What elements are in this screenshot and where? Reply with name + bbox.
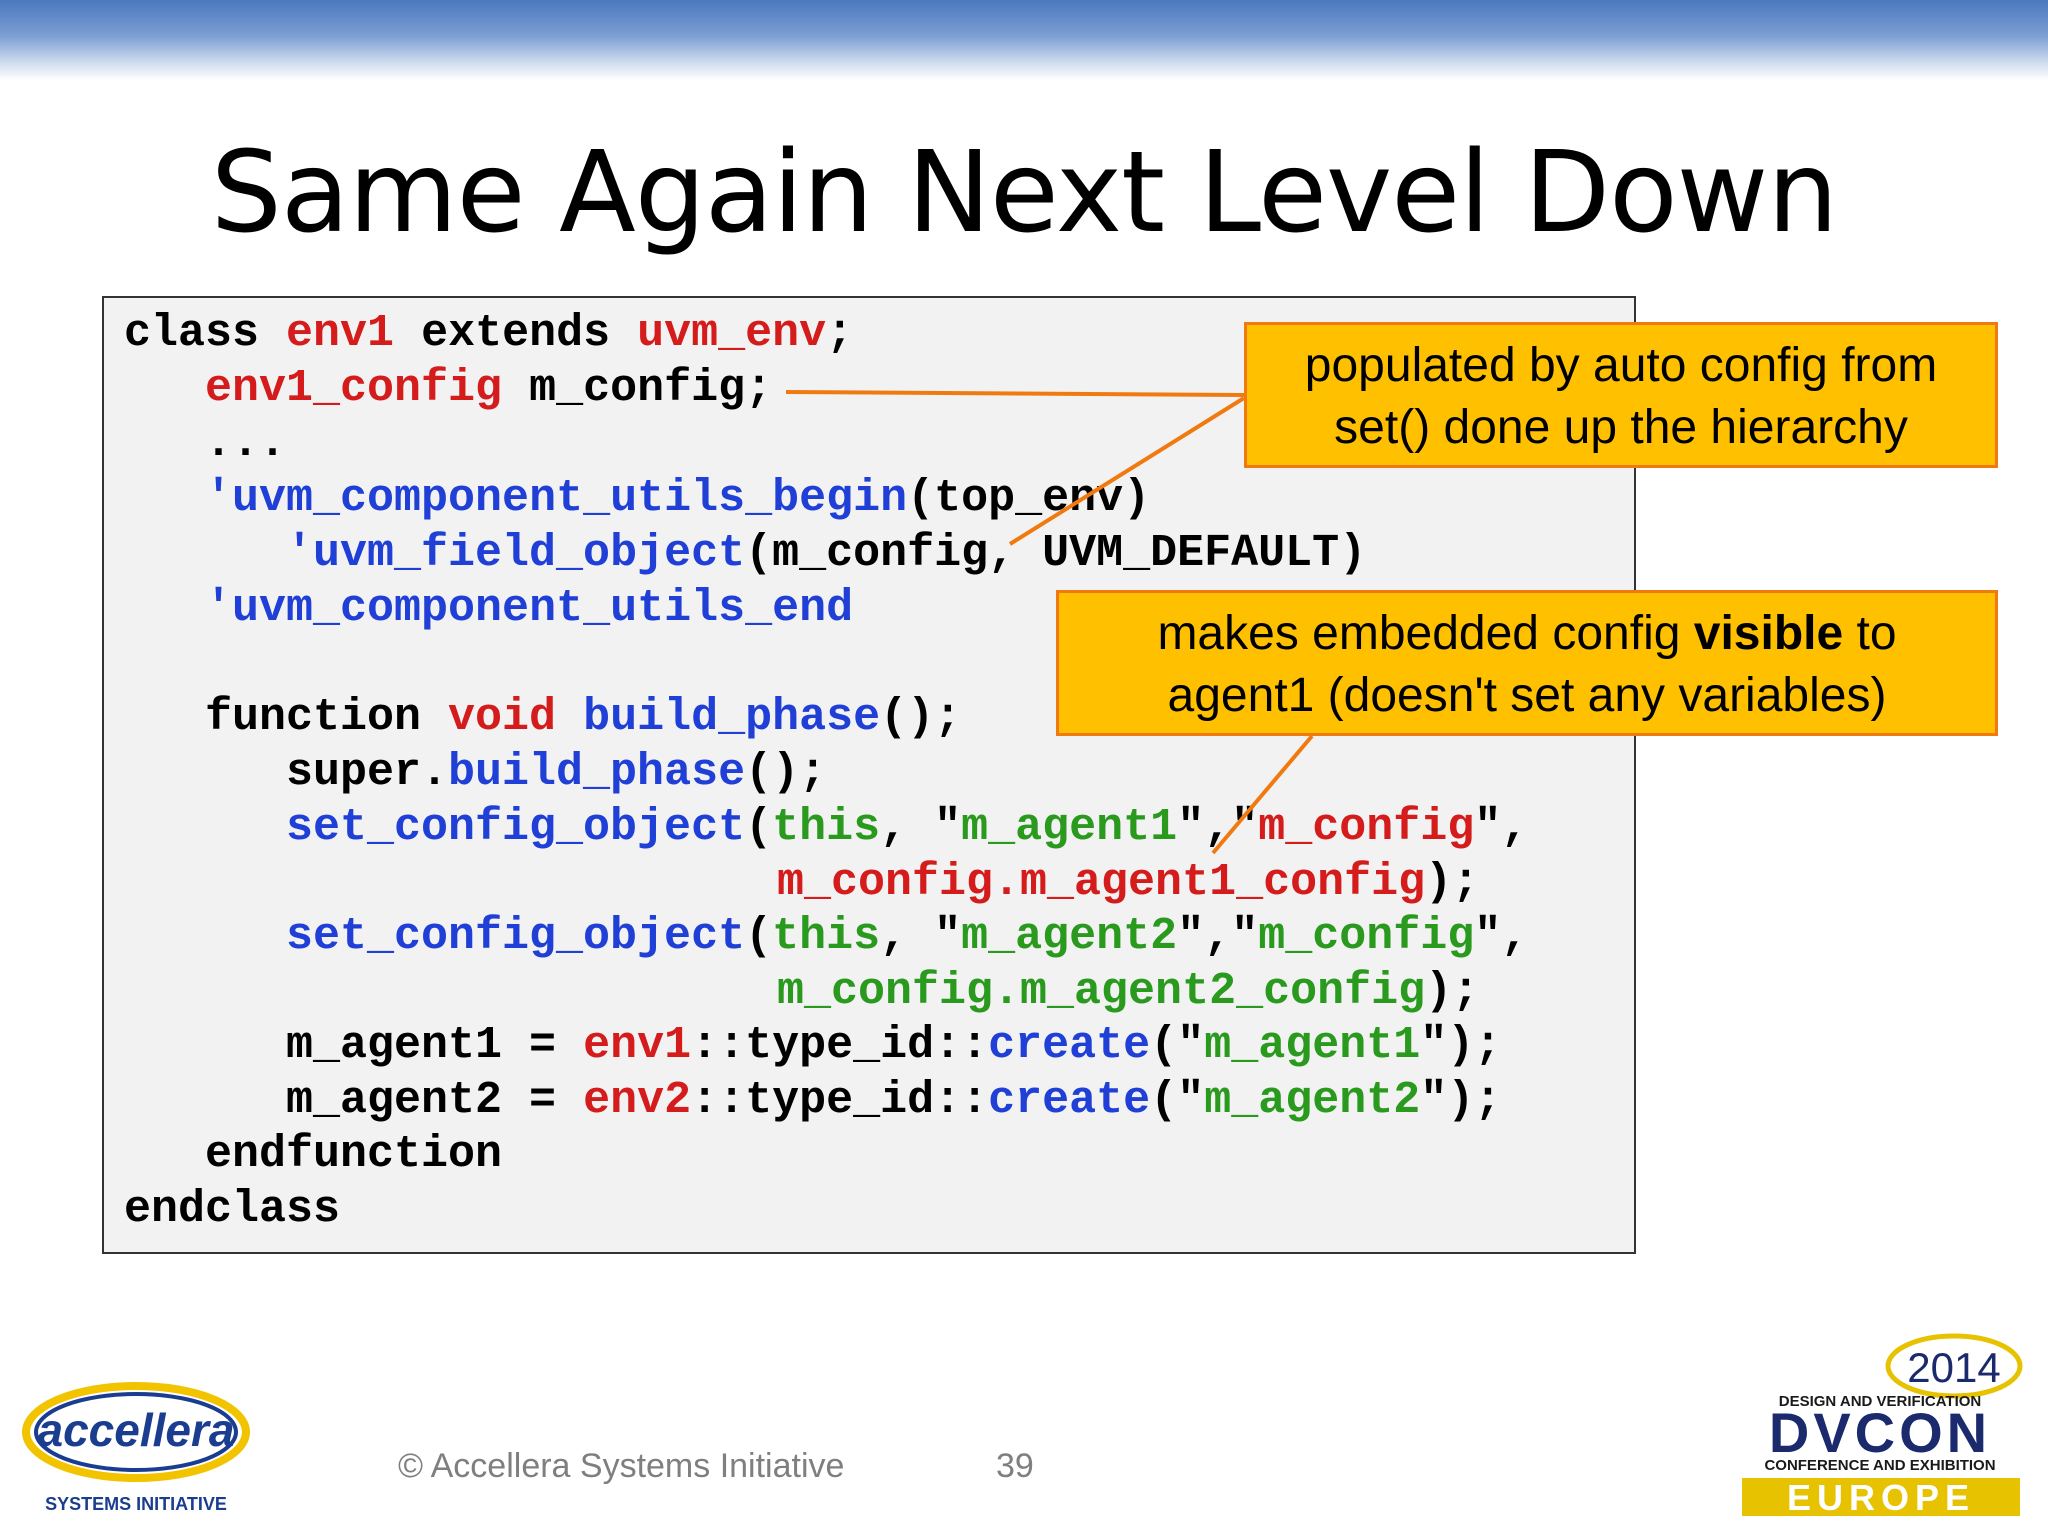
code-token: set_config_object	[286, 911, 746, 962]
code-line-utils-begin: 'uvm_component_utils_begin(top_env)	[205, 472, 1150, 526]
code-line-agent1-config: m_config.m_agent1_config);	[777, 856, 1479, 910]
code-token: this	[772, 802, 881, 853]
dvcon-tagline-mid: CONFERENCE AND EXHIBITION	[1764, 1457, 1995, 1474]
code-token: m_agent2	[1204, 1075, 1421, 1126]
code-token: ","	[1177, 802, 1259, 853]
code-token: ",	[1474, 911, 1529, 962]
code-token: '	[205, 473, 233, 524]
code-token: m_agent1 =	[286, 1020, 584, 1071]
dvcon-region: EUROPE	[1787, 1477, 1975, 1518]
accellera-subtitle: SYSTEMS INITIATIVE	[45, 1494, 227, 1514]
code-token: build_phase	[583, 692, 881, 743]
code-token: class	[124, 308, 287, 359]
callout-visible-config: makes embedded config visible to agent1 …	[1056, 590, 1998, 736]
code-token: );	[1425, 857, 1480, 908]
code-line-super: super.build_phase();	[286, 746, 826, 800]
code-line-class: class env1 extends uvm_env;	[124, 307, 853, 361]
code-token: m_agent1	[961, 802, 1178, 853]
callout-text: to	[1843, 607, 1897, 660]
code-token: (m_config, UVM_DEFAULT)	[745, 528, 1367, 579]
code-token: '	[205, 583, 233, 634]
code-token: this	[772, 911, 881, 962]
code-token: endclass	[124, 1184, 341, 1235]
callout-auto-config: populated by auto config from set() done…	[1244, 322, 1998, 468]
code-token: m_config	[1258, 802, 1475, 853]
code-token: ","	[1177, 911, 1259, 962]
code-token: , "	[880, 802, 962, 853]
code-token: ",	[1474, 802, 1529, 853]
code-line-endclass: endclass	[124, 1183, 340, 1237]
dvcon-europe-logo: 2014 DESIGN AND VERIFICATION DVCON CONFE…	[1742, 1333, 2023, 1518]
code-token: uvm_component_utils_begin	[232, 473, 908, 524]
code-token: ();	[745, 747, 827, 798]
page-number: 39	[996, 1447, 1034, 1485]
code-token: '	[286, 528, 314, 579]
code-token: ::type_id::	[691, 1020, 989, 1071]
callout-text: makes embedded config	[1157, 607, 1694, 660]
code-token: m_config;	[502, 363, 773, 414]
code-token: uvm_component_utils_end	[232, 583, 854, 634]
code-token: m_agent1	[1204, 1020, 1421, 1071]
dvcon-year: 2014	[1907, 1344, 2000, 1391]
code-token: set_config_object	[286, 802, 746, 853]
code-line-config-decl: env1_config m_config;	[205, 362, 772, 416]
code-line-endfunction: endfunction	[205, 1128, 502, 1182]
copyright-notice: © Accellera Systems Initiative	[398, 1447, 845, 1485]
code-token: , "	[880, 911, 962, 962]
callout-text-line: populated by auto config from	[1304, 339, 1938, 392]
code-line-create-agent1: m_agent1 = env1::type_id::create("m_agen…	[286, 1019, 1501, 1073]
code-token: ...	[205, 418, 287, 469]
code-token: ();	[880, 692, 962, 743]
code-token: create	[988, 1075, 1151, 1126]
callout-text-line: makes embedded config visible to	[1059, 603, 1995, 665]
code-token: m_config	[1258, 911, 1475, 962]
code-token: (top_env)	[907, 473, 1151, 524]
title-band	[0, 0, 2048, 80]
dvcon-tagline-top: DESIGN AND VERIFICATION	[1779, 1393, 1982, 1410]
code-token: env1	[286, 308, 395, 359]
accellera-logo: accellera SYSTEMS INITIATIVE	[22, 1382, 250, 1514]
code-token: ("	[1150, 1020, 1205, 1071]
accellera-wordmark: accellera	[38, 1404, 235, 1456]
code-token: uvm_env	[637, 308, 827, 359]
code-token: ::type_id::	[691, 1075, 989, 1126]
code-token: build_phase	[448, 747, 746, 798]
code-line-ellipsis: ...	[205, 417, 286, 471]
code-token	[556, 692, 583, 743]
code-line-field-object: 'uvm_field_object(m_config, UVM_DEFAULT)	[286, 527, 1366, 581]
code-line-utils-end: 'uvm_component_utils_end	[205, 582, 853, 636]
callout-text-line: agent1 (doesn't set any variables)	[1167, 669, 1887, 722]
code-token: m_config.m_agent1_config	[777, 857, 1426, 908]
code-token: ");	[1420, 1020, 1502, 1071]
code-line-set-config-2: set_config_object(this, "m_agent2","m_co…	[286, 910, 1528, 964]
code-token: void	[448, 692, 557, 743]
code-token: m_config.m_agent2_config	[777, 966, 1426, 1017]
code-token: uvm_field_object	[313, 528, 746, 579]
code-line-agent2-config: m_config.m_agent2_config);	[777, 965, 1479, 1019]
code-token: env1_config	[205, 363, 503, 414]
dvcon-name: DVCON	[1769, 1401, 1991, 1464]
code-token: function	[205, 692, 449, 743]
callout-text-line: set() done up the hierarchy	[1334, 401, 1908, 454]
code-token: endfunction	[205, 1129, 503, 1180]
code-token: ("	[1150, 1075, 1205, 1126]
code-line-function: function void build_phase();	[205, 691, 961, 745]
code-token: create	[988, 1020, 1151, 1071]
code-token: env2	[583, 1075, 692, 1126]
code-token: ");	[1420, 1075, 1502, 1126]
code-line-create-agent2: m_agent2 = env2::type_id::create("m_agen…	[286, 1074, 1501, 1128]
code-token: m_agent2 =	[286, 1075, 584, 1126]
slide-title: Same Again Next Level Down	[210, 128, 1839, 258]
code-token: extends	[394, 308, 638, 359]
code-token: (	[745, 802, 773, 853]
code-token: env1	[583, 1020, 692, 1071]
callout-emphasis: visible	[1693, 607, 1844, 660]
code-line-set-config-1: set_config_object(this, "m_agent1","m_co…	[286, 801, 1528, 855]
code-token: ;	[826, 308, 854, 359]
code-token: super.	[286, 747, 449, 798]
code-token: (	[745, 911, 773, 962]
code-token: );	[1425, 966, 1480, 1017]
code-token: m_agent2	[961, 911, 1178, 962]
